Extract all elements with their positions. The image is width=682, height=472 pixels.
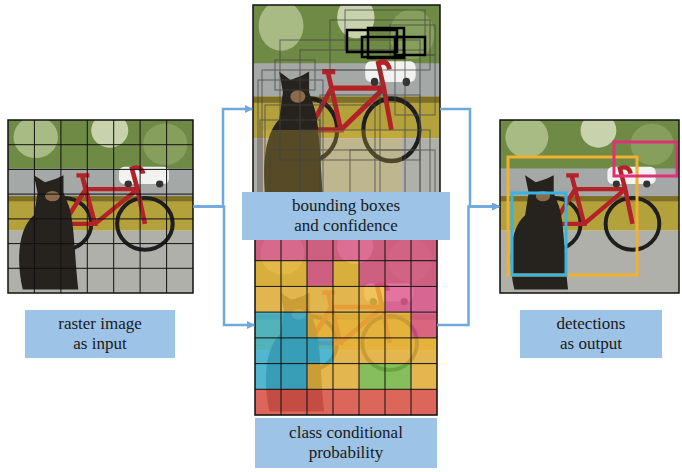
class-cell [359, 312, 385, 338]
grid [8, 120, 193, 293]
photo [500, 113, 679, 293]
class-cell [307, 261, 333, 287]
class-cell [281, 364, 307, 390]
class-cell [255, 312, 281, 338]
class-cell [307, 338, 333, 364]
caption-text: bounding boxes and confidence [286, 196, 406, 235]
class-cell [411, 338, 437, 364]
class-cell [359, 364, 385, 390]
class-cell [281, 338, 307, 364]
class-map [255, 235, 437, 415]
class-cell [307, 364, 333, 390]
class-cell [411, 364, 437, 390]
class-cell [281, 261, 307, 287]
class-cell [307, 389, 333, 415]
class-cell [385, 261, 411, 287]
class-cell [333, 364, 359, 390]
class-cell [307, 286, 333, 312]
detection-box [614, 142, 677, 176]
class-cell [255, 338, 281, 364]
caption-text: detections as output [551, 314, 631, 353]
image-panel: detections as output [500, 120, 679, 293]
image-panel: bounding boxes and confidence [253, 5, 440, 213]
class-cell [255, 364, 281, 390]
class-cell [385, 389, 411, 415]
class-cell [385, 364, 411, 390]
class-cell [385, 338, 411, 364]
candidate-boxes [258, 10, 435, 210]
caption-text: raster image as input [54, 314, 146, 353]
caption-box: bounding boxes and confidence [242, 192, 450, 240]
class-cell [333, 286, 359, 312]
image-frame [8, 120, 193, 293]
class-cell [281, 312, 307, 338]
grid [255, 235, 437, 415]
image-frame [255, 235, 437, 415]
class-cell [359, 389, 385, 415]
image-panel: class conditional probability [255, 235, 437, 415]
image-frame [253, 5, 440, 213]
class-cell [281, 286, 307, 312]
class-cell [333, 338, 359, 364]
class-cell [359, 261, 385, 287]
class-cell [359, 286, 385, 312]
image-panel: raster image as input [8, 120, 193, 293]
class-cell [255, 261, 281, 287]
class-cell [385, 312, 411, 338]
class-cell [333, 312, 359, 338]
class-cell [411, 261, 437, 287]
caption-box: detections as output [520, 310, 662, 358]
photo [8, 113, 193, 293]
photo [253, 0, 440, 213]
class-cell [307, 312, 333, 338]
class-cell [411, 312, 437, 338]
caption-text: class conditional probability [271, 423, 421, 462]
detection-box [512, 193, 566, 275]
class-cell [333, 261, 359, 287]
class-cell [411, 389, 437, 415]
class-cell [255, 286, 281, 312]
caption-box: raster image as input [25, 310, 175, 358]
class-cell [411, 286, 437, 312]
class-cell [333, 389, 359, 415]
class-cell [385, 286, 411, 312]
class-cell [281, 389, 307, 415]
caption-box: class conditional probability [255, 418, 437, 468]
image-frame [500, 120, 679, 293]
class-cell [359, 338, 385, 364]
class-cell [255, 389, 281, 415]
photo [255, 228, 437, 415]
confident-boxes [347, 28, 425, 58]
